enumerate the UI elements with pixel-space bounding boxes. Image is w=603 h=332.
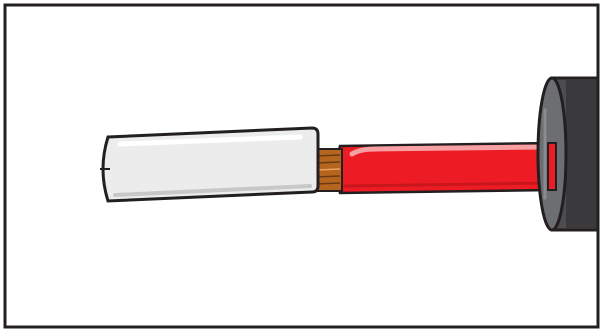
red-wire-highlight [349,144,548,157]
white-ferrule [100,126,320,203]
red-wire-insulation [335,141,554,195]
ferrule-shadow [113,184,312,197]
red-wire-shadow [343,181,552,188]
black-cable-jacket [536,76,597,232]
ferrule-highlight [117,134,303,147]
